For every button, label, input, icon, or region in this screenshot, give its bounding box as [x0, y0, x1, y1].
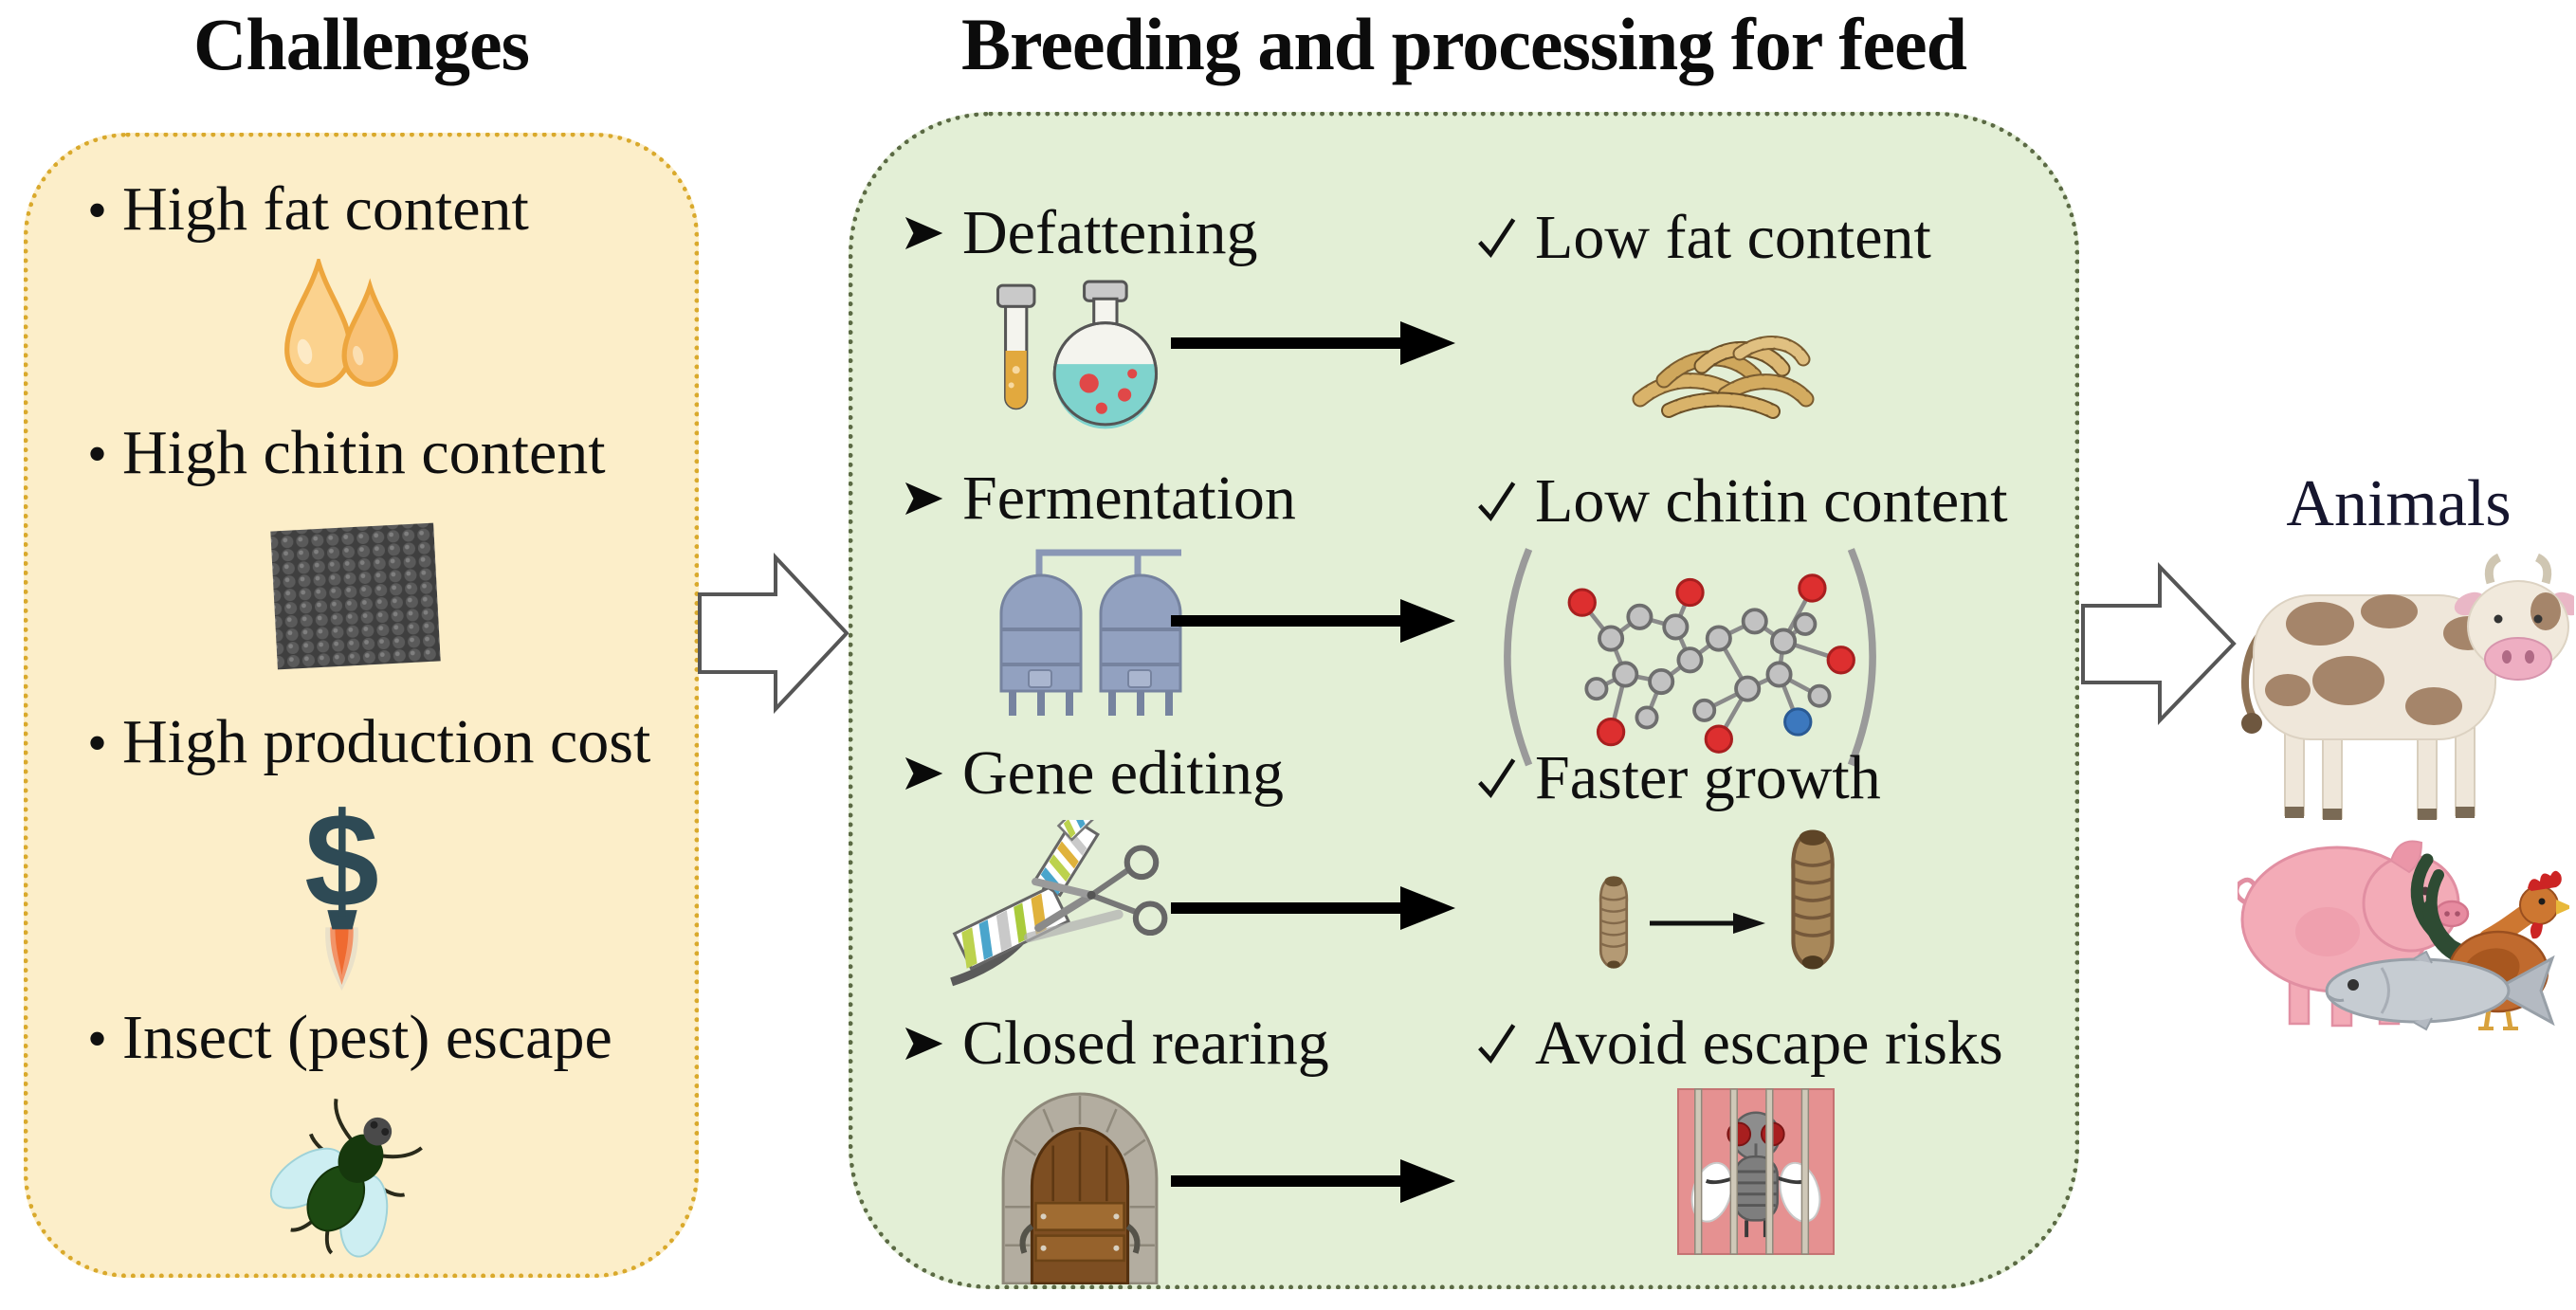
animals-title: Animals: [2286, 467, 2512, 540]
cow-image: [2241, 553, 2574, 820]
challenge-label: Insect (pest) escape: [122, 1003, 612, 1072]
test-tube-flask-icon: [996, 280, 1159, 429]
right-arrow-icon: [1171, 321, 1455, 365]
step-label: Closed rearing: [962, 1009, 1329, 1078]
fermentation-tanks-icon: [999, 549, 1182, 716]
arrowhead-bullet-icon: [905, 482, 943, 515]
dried-mealworms-image: [1632, 336, 1815, 419]
right-arrow-icon: [1171, 599, 1455, 643]
thin-right-arrow-icon: [1650, 913, 1765, 934]
process-result-faster-growth: Faster growth: [1474, 742, 1881, 814]
large-larva-image: [1791, 829, 1835, 970]
challenge-label: High fat content: [122, 174, 529, 244]
arrowhead-bullet-icon: [905, 217, 943, 249]
fish-image: [2325, 951, 2555, 1031]
challenge-label: High chitin content: [122, 418, 606, 487]
process-result-low-chitin: Low chitin content: [1474, 465, 2008, 537]
fly-icon: [269, 1099, 423, 1258]
process-panel: Defattening Low fat content: [849, 112, 2079, 1289]
svg-text:$: $: [304, 799, 379, 935]
result-label: Faster growth: [1535, 743, 1881, 812]
arrowhead-bullet-icon: [905, 757, 943, 790]
checkmark-icon: [1478, 758, 1516, 798]
result-label: Avoid escape risks: [1535, 1009, 2003, 1078]
rooster-image: [2410, 853, 2569, 1030]
challenge-item-high-fat: • High fat content: [87, 173, 529, 246]
process-step-defattening: Defattening: [905, 197, 1258, 269]
challenge-item-insect-escape: • Insect (pest) escape: [87, 1002, 612, 1074]
process-result-low-fat: Low fat content: [1474, 202, 1931, 274]
process-result-avoid-escape: Avoid escape risks: [1474, 1008, 2003, 1080]
fly-in-cage-image: [1676, 1088, 1836, 1255]
chitin-texture-icon: [270, 522, 441, 670]
checkmark-icon: [1478, 1024, 1516, 1064]
right-arrow-icon: [1171, 886, 1455, 930]
larva-growth-image: [1591, 826, 1871, 982]
animals-image: [2228, 538, 2576, 1041]
challenge-label: High production cost: [122, 707, 651, 776]
step-label: Defattening: [962, 198, 1258, 267]
arrowhead-bullet-icon: [905, 1028, 943, 1060]
challenge-item-high-chitin: • High chitin content: [87, 417, 606, 489]
challenge-item-high-cost: • High production cost: [87, 706, 650, 778]
dna-scissors-icon: [950, 820, 1168, 987]
step-label: Fermentation: [962, 464, 1296, 533]
process-step-gene-editing: Gene editing: [905, 737, 1284, 810]
checkmark-icon: [1478, 482, 1516, 521]
round-bullet: •: [87, 179, 108, 242]
wooden-door-icon: [1001, 1092, 1159, 1284]
process-step-fermentation: Fermentation: [905, 463, 1296, 535]
chitin-molecule-image: [1504, 548, 1876, 767]
round-bullet: •: [87, 423, 108, 485]
result-label: Low fat content: [1535, 203, 1931, 272]
round-bullet: •: [87, 712, 108, 774]
checkmark-icon: [1478, 218, 1516, 258]
process-step-closed-rearing: Closed rearing: [905, 1008, 1329, 1080]
challenges-title: Challenges: [192, 3, 530, 85]
small-larva-image: [1599, 876, 1629, 969]
round-bullet: •: [87, 1008, 108, 1070]
hollow-right-arrow-icon: [2081, 562, 2237, 725]
hollow-right-arrow-icon: [698, 553, 850, 714]
result-label: Low chitin content: [1535, 466, 2008, 536]
oil-drops-icon: [284, 259, 398, 389]
step-label: Gene editing: [962, 738, 1285, 808]
breeding-processing-title: Breeding and processing for feed: [960, 3, 1967, 85]
dollar-rocket-icon: $: [304, 799, 379, 991]
right-arrow-icon: [1171, 1159, 1455, 1203]
challenges-panel: • High fat content • High chitin content: [24, 133, 699, 1278]
